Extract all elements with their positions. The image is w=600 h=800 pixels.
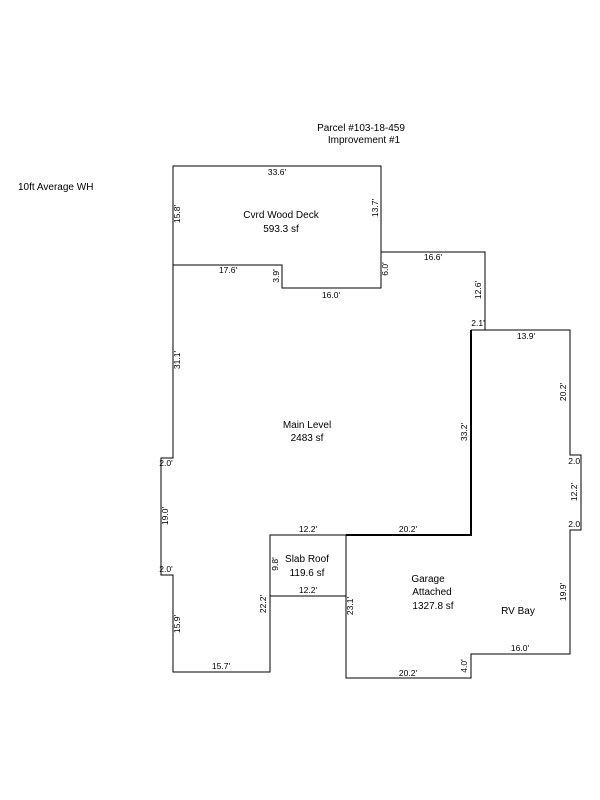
dim-bump-bottom: 2.0' — [568, 519, 582, 529]
garage-size: 1327.8 sf — [412, 601, 453, 612]
garage-label: Garage — [411, 574, 445, 585]
slab-roof-label: Slab Roof — [285, 554, 329, 565]
dim-deck-step: 3.9' — [271, 269, 281, 283]
dim-main-left-upper: 31.1' — [172, 351, 182, 370]
dim-upper-right-six: 6.0' — [380, 262, 390, 276]
dim-rv-bottom: 16.0' — [511, 643, 530, 653]
garage-outline — [345, 329, 582, 679]
dim-main-inner-right: 33.2' — [459, 423, 469, 442]
dim-upper-top: 16.6' — [424, 252, 443, 262]
upper-right-outline — [381, 251, 486, 331]
dim-deck-top: 33.6' — [268, 167, 287, 177]
dim-upper-jog: 2.1' — [471, 318, 485, 328]
dim-bump-top: 2.0' — [568, 456, 582, 466]
dim-rv-step: 4.0' — [459, 659, 469, 673]
dim-deck-left: 15.8' — [172, 205, 182, 224]
wall-height-note: 10ft Average WH — [18, 182, 93, 193]
deck-label: Cvrd Wood Deck — [243, 210, 319, 221]
dim-deck-right: 13.7' — [370, 199, 380, 218]
dim-main-inner-left: 22.2' — [258, 595, 268, 614]
main-left-outline — [160, 265, 346, 673]
dim-garage-right-lower: 19.9' — [558, 583, 568, 602]
dim-bump-side: 12.2' — [569, 483, 579, 502]
improvement-number: Improvement #1 — [328, 135, 401, 146]
dim-slab-left: 9.8' — [270, 557, 280, 571]
dim-main-bump-side: 19.0' — [160, 507, 170, 526]
deck-outline — [172, 165, 382, 289]
dim-main-left-lower: 15.9' — [172, 615, 182, 634]
main-level-label: Main Level — [283, 420, 331, 431]
dim-garage-bottom: 20.2' — [399, 668, 418, 678]
main-garage-shared-wall — [346, 330, 472, 536]
rv-bay-label: RV Bay — [501, 606, 535, 617]
main-level-size: 2483 sf — [291, 433, 324, 444]
dim-deck-bottom-left: 17.6' — [219, 265, 238, 275]
dim-slab-top: 12.2' — [299, 524, 318, 534]
slab-roof-size: 119.6 sf — [290, 568, 325, 579]
dim-main-bump-bottom: 2.0' — [159, 564, 173, 574]
garage-label-attached: Attached — [412, 587, 451, 598]
dim-garage-left: 23.1' — [345, 597, 355, 616]
dim-deck-bottom-right: 16.0' — [322, 290, 341, 300]
dim-garage-right-upper: 20.2' — [558, 383, 568, 402]
dim-main-bottom: 15.7' — [212, 661, 231, 671]
dim-garage-inner-top: 20.2' — [399, 524, 418, 534]
dim-main-bump-top: 2.0' — [159, 458, 173, 468]
parcel-number: Parcel #103-18-459 — [317, 123, 405, 134]
dim-garage-top: 13.9' — [517, 331, 536, 341]
dim-slab-bottom: 12.2' — [299, 585, 318, 595]
deck-size: 593.3 sf — [263, 224, 299, 235]
dim-upper-right: 12.6' — [473, 281, 483, 300]
